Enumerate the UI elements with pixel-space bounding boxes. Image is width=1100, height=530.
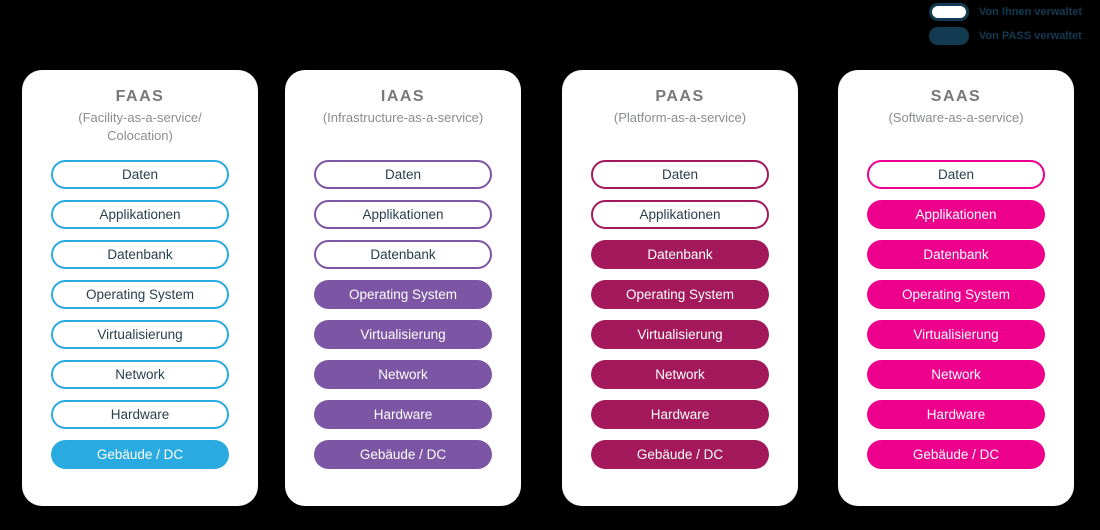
legend-label-managed-by-you: Von Ihnen verwaltet [978,6,1082,18]
column-header: PAAS (Platform-as-a-service) [570,88,790,127]
column-subtitle: (Infrastructure-as-a-service) [322,110,484,125]
column-subtitle: (Platform-as-a-service) [613,110,747,125]
legend: Von Ihnen verwaltet Von PASS verwaltet [928,3,1082,45]
layer-pill: Datenbank [591,240,769,269]
legend-item-managed-by-provider: Von PASS verwaltet [928,27,1082,45]
layer-pill: Virtualisierung [867,320,1045,349]
column-faas: FAAS (Facility-as-a-service/ Colocation)… [22,70,258,506]
layer-pill: Daten [314,160,492,189]
layer-pill: Network [867,360,1045,389]
layer-pill: Network [51,360,229,389]
column-title: FAAS [115,88,165,105]
legend-label-managed-by-provider: Von PASS verwaltet [978,30,1082,42]
filled-pill-swatch-icon [928,27,969,45]
layer-pill: Daten [51,160,229,189]
layer-pill: Gebäude / DC [314,440,492,469]
column-subtitle: (Facility-as-a-service/ Colocation) [78,110,202,143]
layer-pill: Daten [591,160,769,189]
layer-pill: Hardware [591,400,769,429]
layer-pill: Gebäude / DC [867,440,1045,469]
layer-pill: Hardware [51,400,229,429]
column-header: FAAS (Facility-as-a-service/ Colocation) [30,88,250,144]
layer-pill: Datenbank [51,240,229,269]
layer-pill: Gebäude / DC [51,440,229,469]
layer-pill: Applikationen [867,200,1045,229]
layer-pill: Daten [867,160,1045,189]
layer-pill: Operating System [314,280,492,309]
layer-pill: Applikationen [314,200,492,229]
layer-pill: Network [314,360,492,389]
layer-pill: Virtualisierung [591,320,769,349]
layer-pill: Operating System [51,280,229,309]
layer-pill: Virtualisierung [51,320,229,349]
layer-pill: Datenbank [314,240,492,269]
layer-pill: Network [591,360,769,389]
layer-pill: Gebäude / DC [591,440,769,469]
layer-pill: Hardware [314,400,492,429]
layer-pill: Datenbank [867,240,1045,269]
column-iaas: IAAS (Infrastructure-as-a-service) Daten… [285,70,521,506]
column-subtitle: (Software-as-a-service) [888,110,1024,125]
legend-item-managed-by-you: Von Ihnen verwaltet [928,3,1082,21]
layer-pill: Hardware [867,400,1045,429]
column-header: SAAS (Software-as-a-service) [846,88,1066,127]
column-title: IAAS [380,88,426,105]
outlined-pill-swatch-icon [928,3,969,21]
layer-pill: Applikationen [591,200,769,229]
layer-pill: Applikationen [51,200,229,229]
column-header: IAAS (Infrastructure-as-a-service) [293,88,513,127]
column-title: SAAS [930,88,982,105]
layer-pill: Virtualisierung [314,320,492,349]
column-title: PAAS [655,88,705,105]
layer-pill: Operating System [591,280,769,309]
layer-pill: Operating System [867,280,1045,309]
